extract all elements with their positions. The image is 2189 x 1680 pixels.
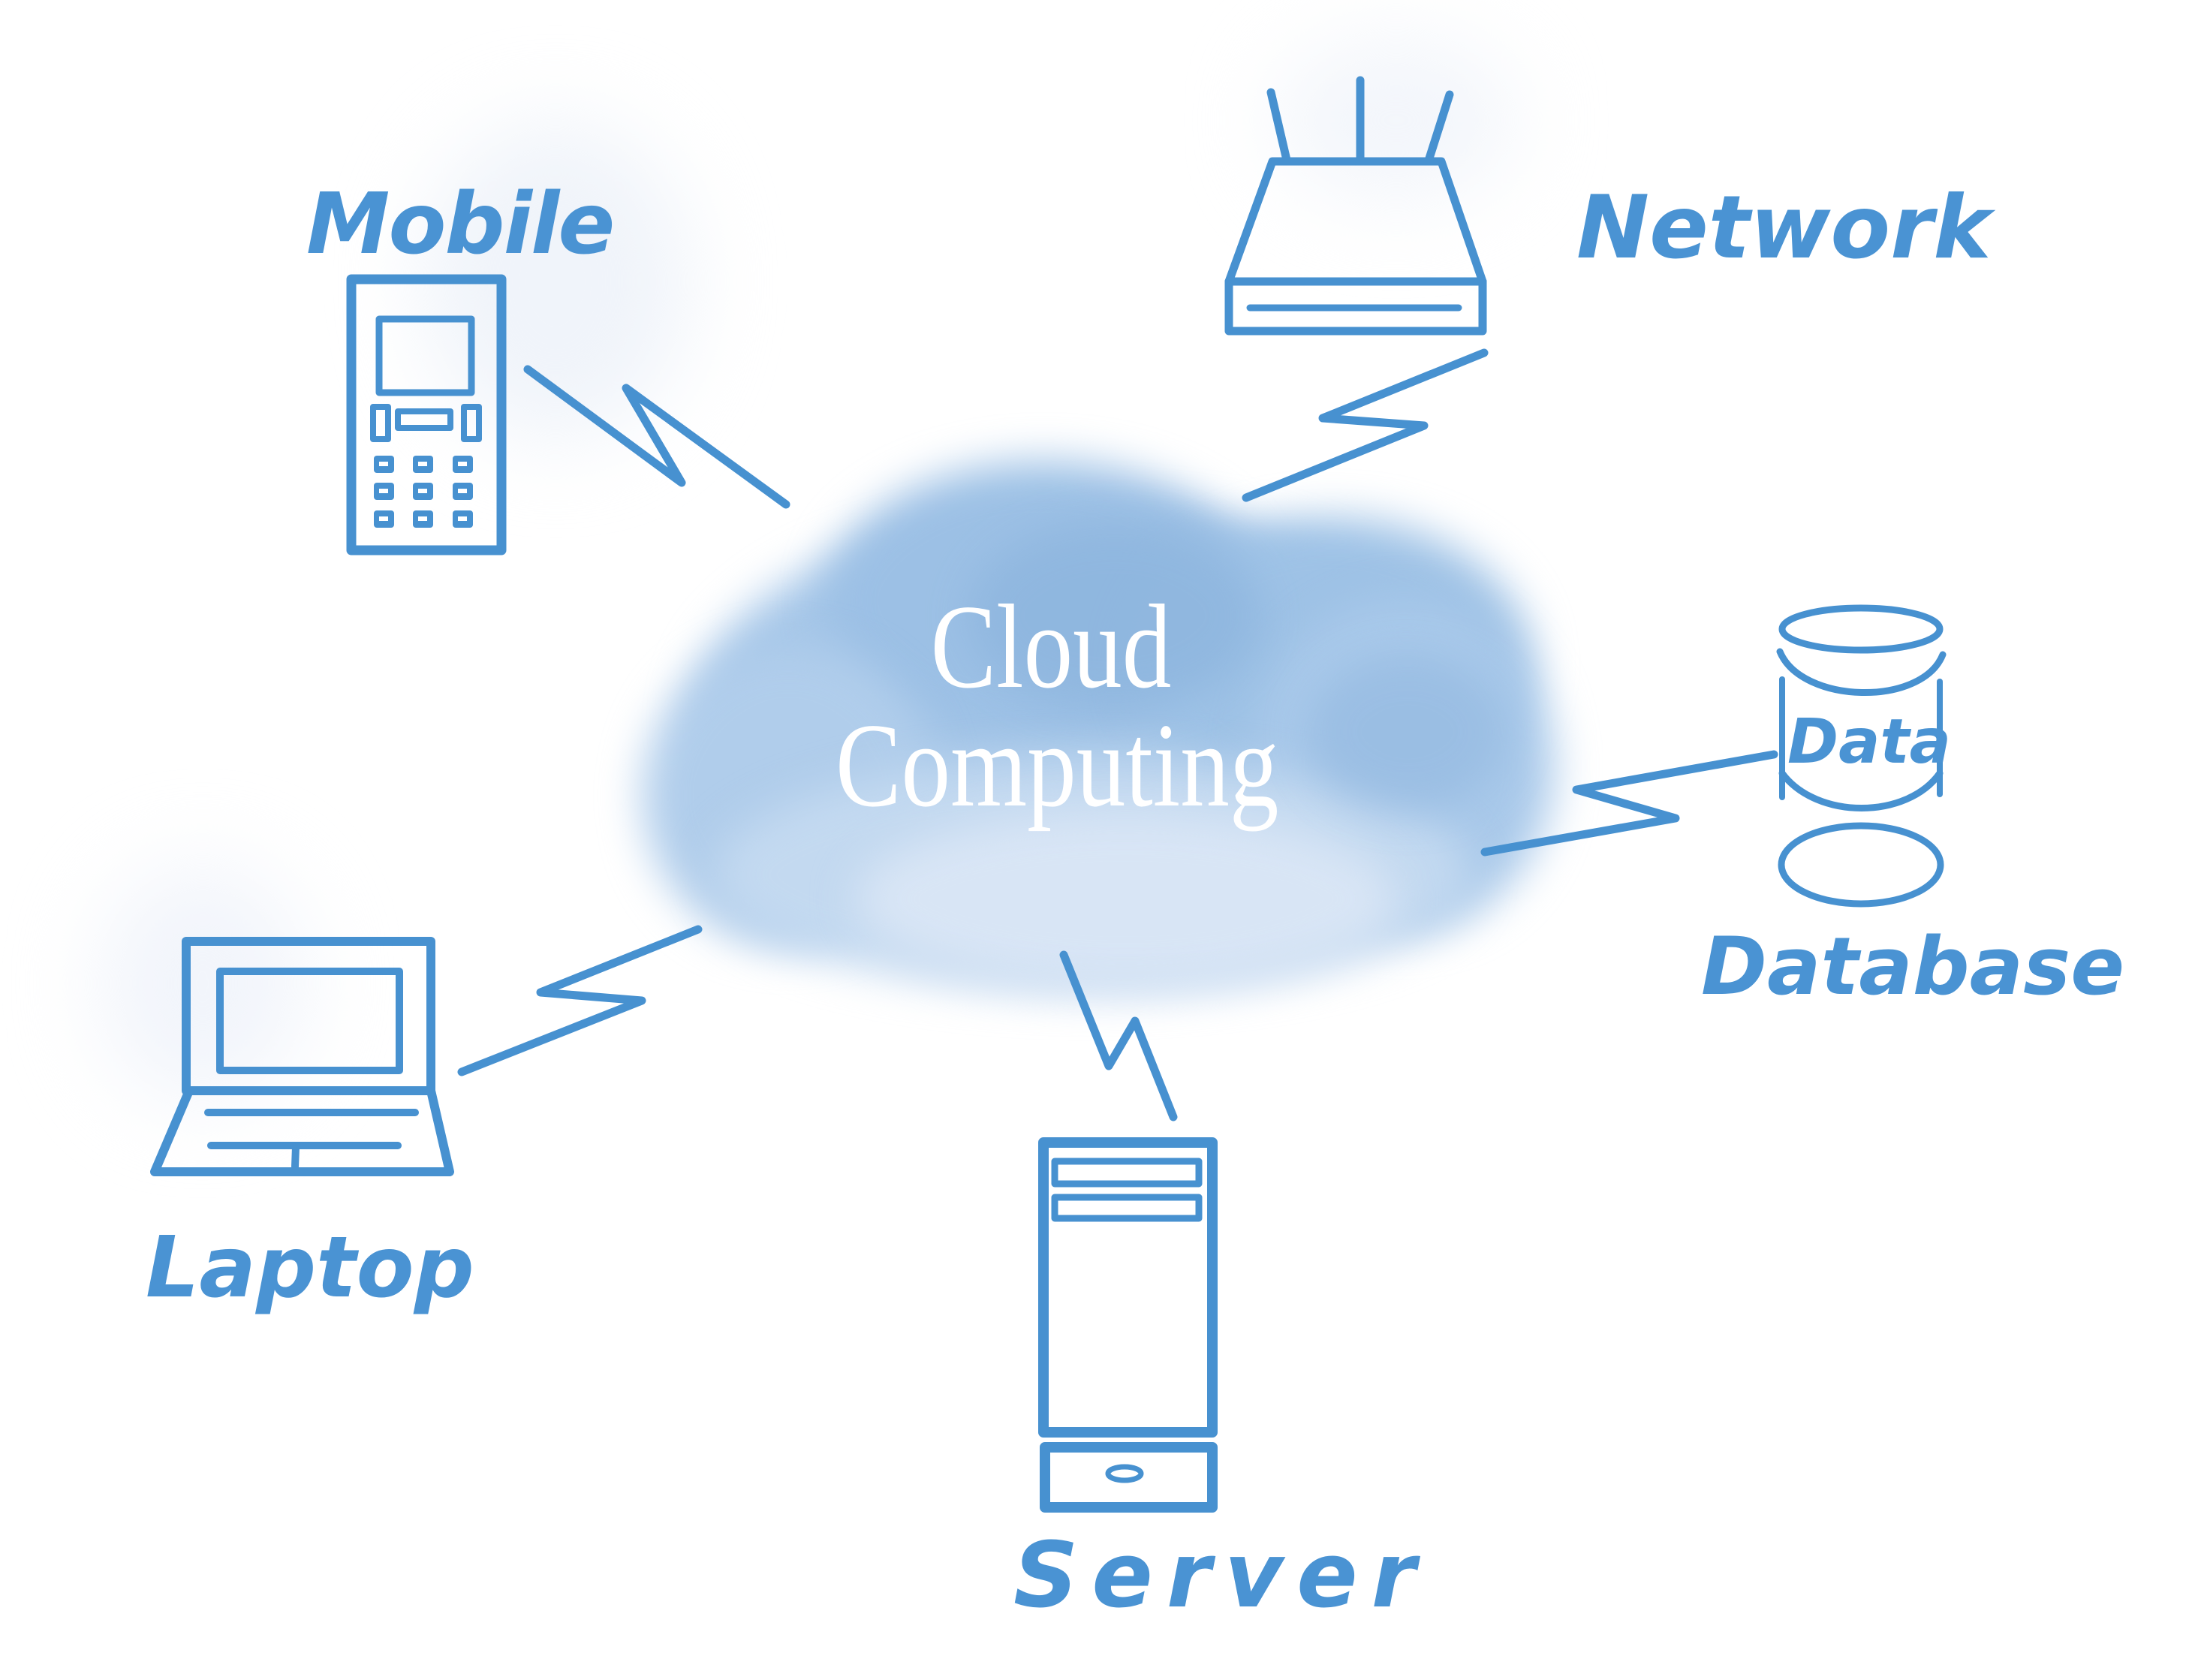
cloud-puff bbox=[856, 811, 1396, 987]
keypad bbox=[374, 456, 473, 528]
database-cylinder-icon bbox=[1776, 604, 1947, 908]
mobile-cloud-connector bbox=[523, 365, 790, 509]
cloud-puff bbox=[968, 522, 1261, 709]
background-wash bbox=[98, 863, 308, 1103]
laptop-icon bbox=[150, 937, 454, 1176]
database-label: Database bbox=[1701, 920, 2125, 1013]
cloud-title-line1: Cloud bbox=[930, 580, 1172, 713]
router-icon bbox=[1224, 76, 1487, 336]
cloud-puff bbox=[1306, 653, 1509, 811]
cloud-title-line2: Computing bbox=[836, 698, 1279, 832]
network-cloud-connector bbox=[1242, 348, 1489, 502]
server-label: Server bbox=[1013, 1524, 1429, 1628]
mobile-phone-icon bbox=[346, 274, 507, 555]
laptop-cloud-connector bbox=[457, 925, 703, 1076]
cloud-computing-title: Cloud Computing bbox=[836, 580, 1279, 832]
data-label: Data bbox=[1787, 706, 1951, 778]
laptop-label: Laptop bbox=[146, 1219, 474, 1317]
mobile-label: Mobile bbox=[306, 176, 615, 273]
database-cloud-connector bbox=[1480, 750, 1778, 857]
server-tower-icon bbox=[1038, 1137, 1218, 1513]
background-wash bbox=[1276, 38, 1516, 203]
server-cloud-connector bbox=[1059, 950, 1178, 1122]
network-label: Network bbox=[1576, 177, 1992, 278]
